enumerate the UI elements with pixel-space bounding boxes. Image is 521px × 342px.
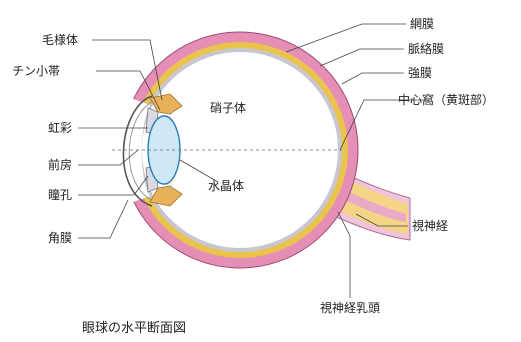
label-optic-nerve: 視神経 [412, 218, 448, 233]
eyeball [106, 32, 359, 268]
lens [148, 116, 180, 184]
label-anterior-chamber: 前房 [48, 157, 72, 172]
label-pupil: 瞳孔 [48, 187, 72, 202]
label-zonule: チン小帯 [12, 64, 60, 78]
label-sclera: 強膜 [408, 66, 432, 80]
diagram-caption: 眼球の水平断面図 [82, 321, 186, 336]
label-cornea: 角膜 [48, 231, 72, 245]
label-choroid: 脈絡膜 [408, 41, 444, 56]
label-ciliary-body: 毛様体 [42, 33, 78, 47]
label-vitreous-body: 硝子体 [210, 101, 246, 115]
label-retina: 網膜 [410, 17, 434, 31]
label-optic-disc: 視神経乳頭 [320, 300, 380, 315]
label-fovea: 中心窩（黄斑部） [398, 92, 494, 107]
label-iris: 虹彩 [48, 121, 72, 135]
label-lens: 水晶体 [208, 179, 244, 193]
